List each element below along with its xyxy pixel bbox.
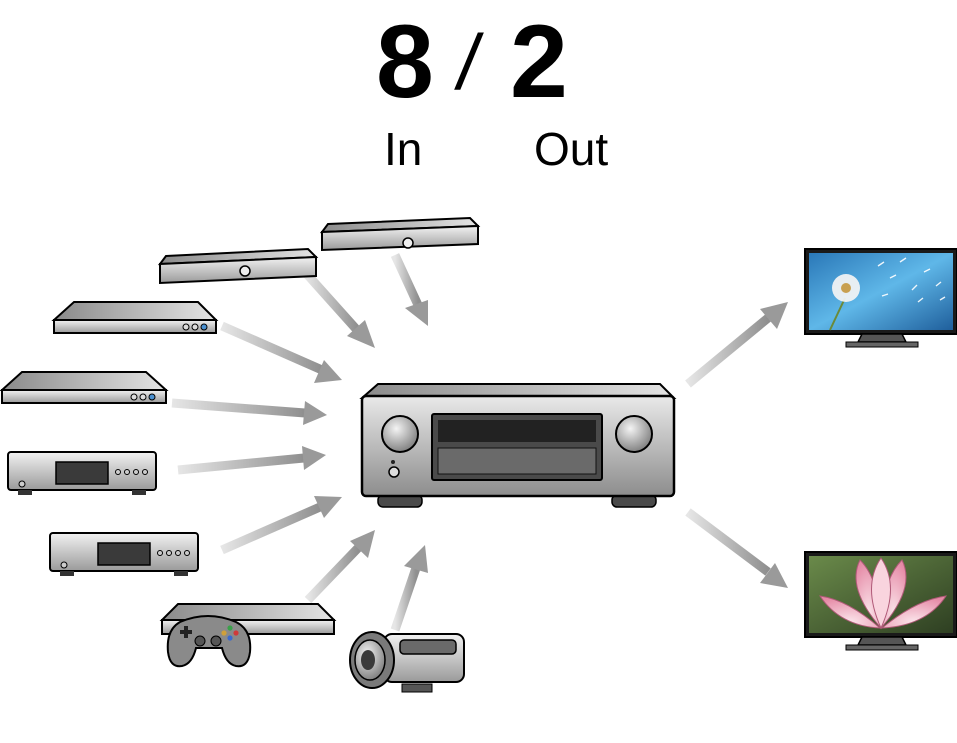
av-receiver-icon bbox=[359, 383, 677, 508]
streaming-box-icon bbox=[319, 216, 481, 252]
arrow-in-2 bbox=[301, 268, 375, 348]
arrow-in-1 bbox=[390, 253, 428, 326]
streaming-box-icon bbox=[157, 247, 319, 285]
tv-dandelion-icon bbox=[804, 248, 957, 348]
output-label: Out bbox=[534, 123, 609, 175]
cd-player-icon bbox=[49, 532, 199, 576]
arrow-in-5 bbox=[177, 446, 326, 475]
arrow-in-6 bbox=[220, 496, 342, 555]
cd-player-icon bbox=[7, 451, 157, 495]
arrow-in-7 bbox=[304, 530, 375, 604]
arrow-in-4 bbox=[171, 398, 327, 425]
blu-ray-player-icon bbox=[51, 301, 219, 334]
input-count: 8 bbox=[376, 4, 434, 120]
arrow-out-2 bbox=[685, 508, 788, 588]
output-count: 2 bbox=[510, 4, 568, 120]
game-console-icon bbox=[159, 603, 337, 668]
input-arrows bbox=[171, 253, 428, 632]
output-arrows bbox=[685, 302, 788, 588]
arrow-in-3 bbox=[220, 321, 342, 383]
gamepad-icon bbox=[166, 615, 252, 668]
dvd-player-icon bbox=[0, 371, 169, 404]
tv-lotus-icon bbox=[804, 551, 957, 651]
camcorder-icon bbox=[349, 631, 465, 693]
arrow-in-8 bbox=[390, 545, 428, 632]
arrow-out-1 bbox=[685, 302, 788, 388]
input-label: In bbox=[384, 123, 423, 175]
